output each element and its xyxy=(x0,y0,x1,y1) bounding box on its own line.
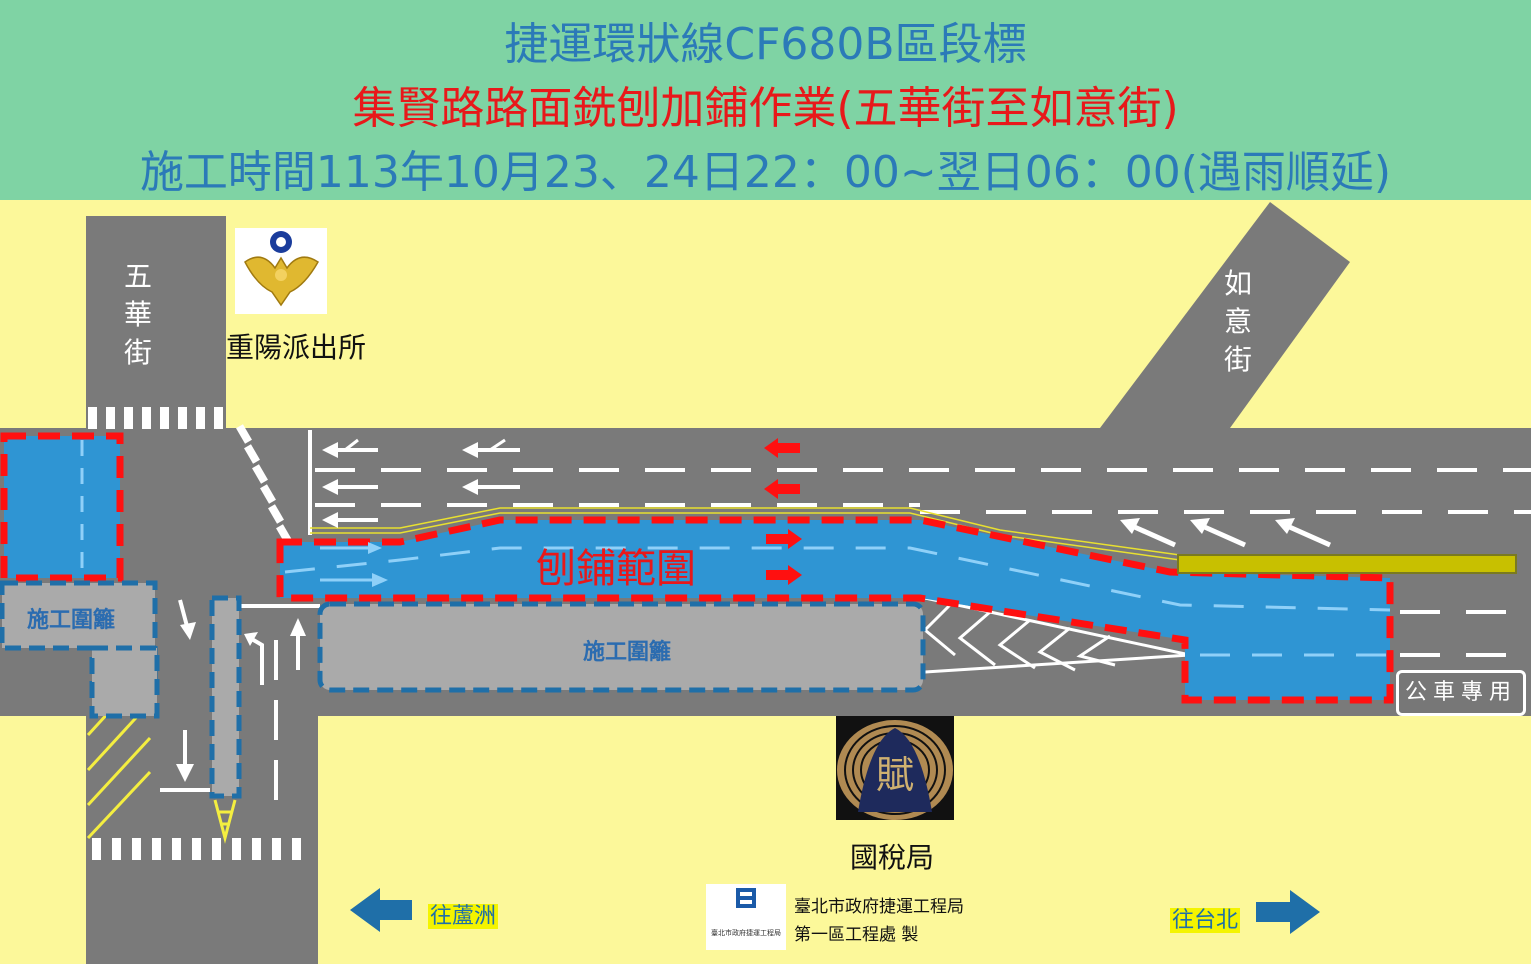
title-line-1: 捷運環狀線CF680B區段標 xyxy=(504,19,1027,70)
arrow-left-icon xyxy=(350,888,412,932)
title-banner: 捷運環狀線CF680B區段標 集賢路路面銑刨加鋪作業(五華街至如意街) 施工時間… xyxy=(0,0,1531,200)
arrow-diag-3 xyxy=(1275,518,1332,548)
arrow-down-2 xyxy=(176,730,194,782)
milling-range-label: 刨鋪範圍 xyxy=(536,546,696,592)
tax-bureau-label: 國稅局 xyxy=(850,841,935,874)
arrow-right-small-1 xyxy=(320,542,382,554)
arrow-left-white-5 xyxy=(322,512,378,528)
title-line-3: 施工時間113年10月23、24日22：00~翌日06：00(遇雨順延) xyxy=(139,147,1392,198)
arrow-left-white-2 xyxy=(462,438,520,458)
credit-line-2: 第一區工程處 製 xyxy=(794,925,919,945)
direction-arrows xyxy=(350,888,1320,934)
wuhua-south-road xyxy=(86,690,318,964)
crosswalk-north xyxy=(88,407,223,429)
police-emblem-icon xyxy=(235,228,327,314)
arrow-right-small-2 xyxy=(320,573,388,587)
tax-seal-glyph: 賦 xyxy=(876,753,915,797)
crosswalks xyxy=(88,407,301,860)
red-arrows xyxy=(764,438,802,585)
police-station-label: 重陽派出所 xyxy=(226,331,367,364)
arrow-diag-2 xyxy=(1190,518,1247,548)
arrow-left-turn xyxy=(244,632,264,685)
ruyi-street-road xyxy=(1100,202,1350,428)
red-arrow-left-2 xyxy=(764,479,800,499)
milling-area-left xyxy=(0,432,124,582)
arrow-left-white-3 xyxy=(322,479,378,495)
title-line-2: 集賢路路面銑刨加鋪作業(五華街至如意街) xyxy=(352,83,1179,134)
arrow-diag-1 xyxy=(1120,518,1177,548)
lane-markings xyxy=(160,430,1531,800)
bus-lane-sign: 公車專用 xyxy=(1396,670,1526,716)
street-label-wuhua: 五 華 街 xyxy=(123,260,152,369)
arrow-left-white-4 xyxy=(462,479,520,495)
wuhua-street-road xyxy=(86,216,226,428)
bus-platform xyxy=(1177,554,1517,574)
fence-left-label: 施工圍籬 xyxy=(26,607,115,633)
arrow-right-icon xyxy=(1256,890,1320,934)
metro-logo-icon: 臺北市政府捷運工程局 xyxy=(706,884,786,950)
crosswalk-diagonal xyxy=(236,424,292,544)
crosswalk-south xyxy=(92,838,301,860)
arrow-up-1 xyxy=(290,618,306,670)
yellow-line xyxy=(310,507,1181,561)
direction-luzhou: 往蘆洲 xyxy=(428,904,499,929)
street-label-ruyi: 如 意 街 xyxy=(1223,267,1252,376)
credit-line-1: 臺北市政府捷運工程局 xyxy=(794,897,964,917)
red-arrow-left-1 xyxy=(764,438,800,458)
construction-fences xyxy=(0,580,926,799)
red-arrow-right-2 xyxy=(766,565,802,585)
fence-median xyxy=(209,595,242,799)
direction-taipei: 往台北 xyxy=(1170,908,1241,933)
tax-bureau-seal-icon xyxy=(836,716,954,820)
milling-boundary xyxy=(276,516,1394,704)
arrow-down-1 xyxy=(178,599,196,640)
fence-center-label: 施工圍籬 xyxy=(582,639,671,665)
fence-center xyxy=(317,601,926,693)
arrow-left-white-1 xyxy=(322,438,378,458)
red-arrow-right-1 xyxy=(766,529,802,549)
traffic-arrows xyxy=(176,438,1332,782)
milling-area xyxy=(0,432,1394,704)
